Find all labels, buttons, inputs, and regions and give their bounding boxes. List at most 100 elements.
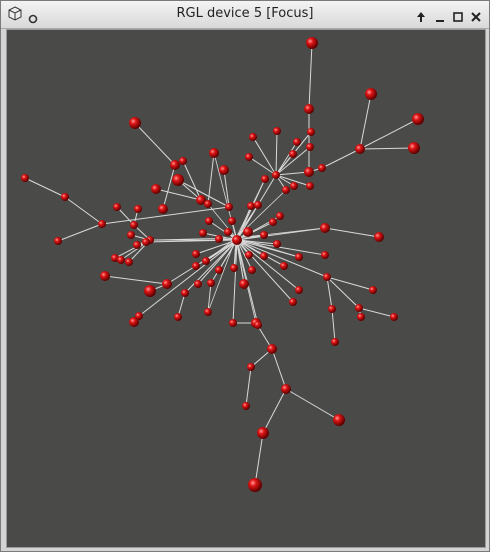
graph-edge [24, 177, 66, 198]
graph-node [129, 117, 141, 129]
graph-node [174, 313, 182, 321]
graph-node [272, 171, 280, 179]
graph-node [276, 212, 284, 220]
graph-node [289, 298, 297, 306]
graph-edge [262, 388, 287, 434]
graph-edge [235, 227, 326, 239]
graph-node [242, 402, 250, 410]
graph-node [248, 478, 262, 492]
graph-node [129, 317, 139, 327]
graph-edge [285, 388, 340, 421]
graph-node [281, 384, 291, 394]
title-bar[interactable]: RGL device 5 [Focus] [1, 1, 489, 29]
graph-edge [254, 432, 264, 486]
graph-node [100, 271, 110, 281]
graph-edge [218, 239, 238, 271]
graph-node [257, 427, 269, 439]
graph-node [54, 237, 62, 245]
graph-edge [275, 174, 311, 187]
graph-node [196, 195, 206, 205]
window-title: RGL device 5 [Focus] [176, 6, 314, 21]
graph-node [127, 231, 135, 239]
graph-edge [358, 307, 395, 318]
graph-node [192, 262, 200, 270]
graph-node [207, 279, 215, 287]
graph-edge [236, 239, 253, 271]
graph-node [98, 220, 106, 228]
graph-node [205, 217, 213, 225]
graph-edge [326, 276, 374, 291]
graph-edge [275, 146, 311, 176]
graph-node [135, 312, 143, 320]
graph-node [289, 150, 297, 158]
graph-edge [101, 206, 230, 225]
graph-edge [236, 239, 328, 278]
graph-edge [252, 136, 277, 176]
rgl-3d-canvas[interactable] [6, 29, 486, 548]
graph-node [215, 235, 223, 243]
graph-edge [236, 239, 294, 303]
graph-node [144, 285, 156, 297]
graph-node [133, 241, 141, 249]
graph-node [117, 256, 125, 264]
cube-icon[interactable] [7, 6, 23, 26]
graph-node [273, 240, 281, 248]
graph-node [412, 113, 424, 125]
graph-edge [182, 160, 202, 201]
graph-node [181, 289, 189, 297]
graph-node [321, 251, 329, 259]
graph-node [230, 264, 238, 272]
graph-edge [236, 239, 265, 257]
graph-node [209, 148, 219, 158]
graph-edge [359, 118, 419, 150]
graph-node [243, 227, 253, 237]
graph-edge [271, 348, 287, 390]
graph-node [228, 217, 236, 225]
graph-edge [104, 275, 168, 285]
close-icon[interactable] [470, 8, 482, 27]
graph-node [248, 266, 256, 274]
graph-node [247, 202, 255, 210]
graph-node [192, 250, 200, 258]
network-graph[interactable] [7, 30, 485, 547]
graph-edge [324, 227, 380, 238]
graph-node [21, 174, 29, 182]
graph-node [295, 286, 303, 294]
graph-node [306, 182, 314, 190]
graph-node [125, 258, 133, 266]
graph-node [229, 319, 237, 327]
graph-edge [235, 237, 300, 258]
graph-node [215, 266, 223, 274]
graph-node [61, 193, 69, 201]
maximize-icon[interactable] [452, 8, 464, 27]
graph-edge [162, 164, 176, 210]
graph-edge [208, 220, 238, 241]
circle-icon[interactable] [28, 9, 38, 28]
graph-edge [116, 206, 135, 226]
graph-node [134, 205, 142, 213]
minimize-icon[interactable] [434, 8, 446, 27]
graph-node [254, 321, 262, 329]
graph-node [320, 223, 330, 233]
graph-node [260, 252, 268, 260]
graph-node [374, 232, 384, 242]
pin-up-icon[interactable] [415, 8, 427, 27]
graph-edge [138, 239, 238, 317]
graph-node [306, 143, 314, 151]
graph-edge [359, 93, 372, 150]
graph-node [232, 235, 242, 245]
graph-edge [177, 179, 230, 208]
graph-node [390, 313, 398, 321]
graph-edge [207, 282, 212, 313]
graph-edge [308, 42, 313, 110]
graph-node [204, 200, 212, 208]
graph-node [202, 257, 210, 265]
graph-edge [248, 156, 277, 176]
graph-node [267, 344, 277, 354]
graph-edge [275, 171, 310, 176]
graph-node [282, 186, 290, 194]
graph-node [162, 279, 172, 289]
graph-edge [223, 169, 230, 208]
graph-node [331, 338, 339, 346]
